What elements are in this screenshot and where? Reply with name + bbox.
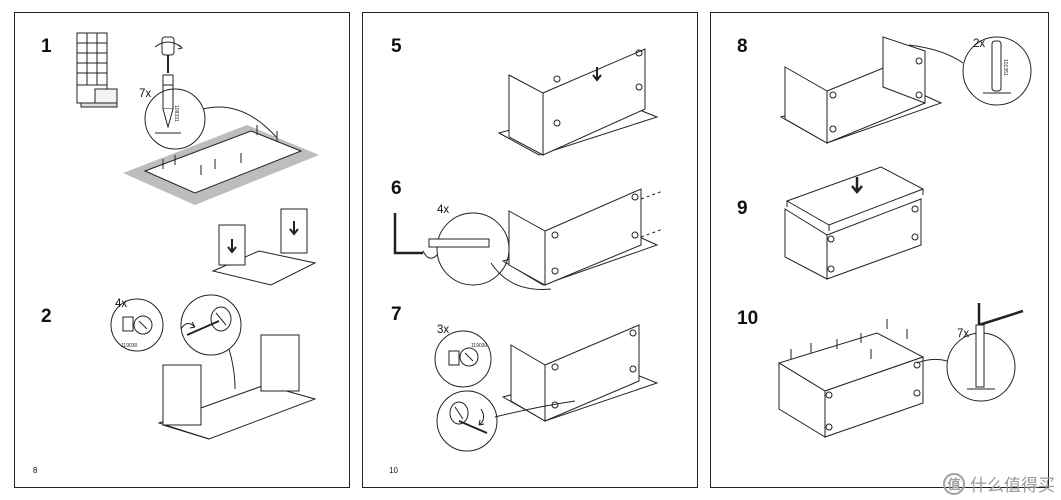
dowel-icon: 101351 — [983, 40, 1011, 94]
quantity-label: 7x — [139, 88, 152, 100]
bolt-icon — [428, 238, 490, 248]
allen-key-icon — [393, 213, 423, 255]
down-arrow-icon — [227, 239, 237, 254]
step-number: 8 — [737, 36, 748, 57]
manual-page-middle: 119030 5 6 4x 7 3x 10 — [362, 12, 698, 488]
page-middle-illustrations: 119030 — [393, 48, 664, 452]
watermark-logo: 值 — [943, 472, 965, 495]
step-number: 9 — [737, 198, 748, 219]
zoom-circle — [436, 390, 498, 452]
zoom-circle — [962, 36, 1032, 106]
quantity-label: 4x — [437, 204, 450, 216]
svg-text:119030: 119030 — [471, 343, 488, 349]
dowel-icon: 108331 — [155, 74, 181, 134]
rotate-arrow-icon — [422, 250, 438, 259]
zoom-circle — [434, 330, 492, 388]
down-arrow-icon — [592, 67, 602, 82]
zoom-circle — [436, 212, 510, 286]
page-number: 10 — [389, 466, 398, 475]
down-arrow-icon — [851, 177, 863, 194]
step-number: 2 — [41, 306, 52, 327]
page-left-illustrations: 108331 119030 — [76, 32, 319, 440]
zoom-circle — [144, 88, 206, 150]
cam-lock-icon: 119030 — [448, 343, 488, 367]
rotate-arrow-icon — [478, 408, 485, 426]
rotate-arrow-icon — [180, 321, 196, 330]
bookcase-icon — [76, 32, 118, 108]
manual-page-left: 108331 119030 — [14, 12, 350, 488]
step-number: 5 — [391, 36, 402, 57]
step-number: 6 — [391, 178, 402, 199]
manual-page-right: 101351 8 2x 9 10 7x — [710, 12, 1049, 488]
quantity-label: 7x — [957, 328, 970, 340]
cam-lock-icon: 119030 — [121, 315, 153, 349]
svg-text:108331: 108331 — [173, 105, 179, 122]
step-number: 7 — [391, 304, 402, 325]
screwdriver-icon — [154, 36, 183, 73]
watermark-text: 什么值得买 — [970, 476, 1055, 496]
svg-text:101351: 101351 — [1002, 59, 1008, 76]
quantity-label: 2x — [973, 38, 986, 50]
down-arrow-icon — [289, 221, 299, 236]
page-number: 8 — [33, 466, 38, 475]
svg-text:119030: 119030 — [121, 343, 138, 349]
step-number: 10 — [737, 308, 759, 329]
quantity-label: 3x — [437, 324, 450, 336]
bolt-icon — [975, 324, 985, 388]
watermark: 值 什么值得买 — [943, 471, 1055, 496]
quantity-label: 4x — [115, 298, 128, 310]
step-number: 1 — [41, 36, 52, 57]
page-right-illustrations: 101351 — [777, 36, 1032, 438]
allen-key-icon — [977, 303, 1024, 327]
zoom-circle — [110, 298, 164, 352]
zoom-circle — [180, 294, 242, 356]
